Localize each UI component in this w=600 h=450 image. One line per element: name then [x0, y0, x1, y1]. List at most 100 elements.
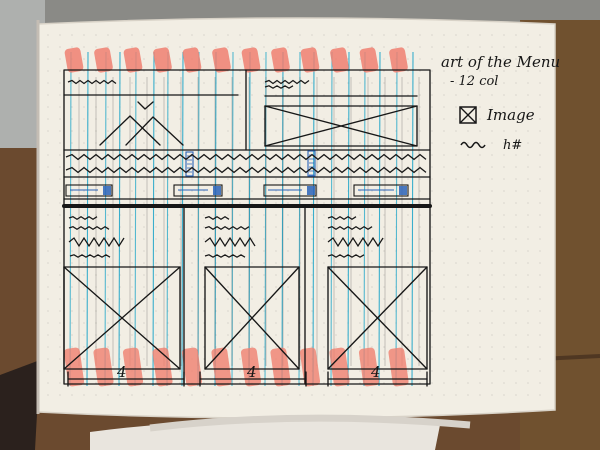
paper-dot: [107, 298, 108, 299]
paper-dot: [311, 46, 312, 47]
paper-dot: [431, 370, 432, 371]
paper-dot: [47, 310, 48, 311]
paper-dot: [323, 394, 324, 395]
paper-dot: [71, 346, 72, 347]
paper-dot: [347, 394, 348, 395]
paper-dot: [47, 238, 48, 239]
paper-dot: [335, 298, 336, 299]
paper-dot: [203, 106, 204, 107]
paper-dot: [407, 34, 408, 35]
paper-dot: [479, 346, 480, 347]
paper-dot: [479, 226, 480, 227]
paper-dot: [191, 394, 192, 395]
paper-dot: [59, 394, 60, 395]
paper-dot: [479, 202, 480, 203]
paper-dot: [239, 94, 240, 95]
paper-dot: [455, 346, 456, 347]
paper-dot: [419, 178, 420, 179]
paper-dot: [107, 214, 108, 215]
paper-dot: [191, 130, 192, 131]
paper-dot: [59, 190, 60, 191]
paper-dot: [155, 238, 156, 239]
paper-dot: [491, 178, 492, 179]
paper-dot: [407, 214, 408, 215]
paper-dot: [335, 334, 336, 335]
paper-dot: [191, 82, 192, 83]
paper-dot: [383, 130, 384, 131]
paper-dot: [371, 46, 372, 47]
paper-dot: [227, 34, 228, 35]
paper-dot: [191, 214, 192, 215]
paper-dot: [383, 262, 384, 263]
paper-dot: [131, 34, 132, 35]
paper-dot: [503, 154, 504, 155]
paper-dot: [131, 334, 132, 335]
paper-dot: [527, 190, 528, 191]
paper-dot: [47, 190, 48, 191]
paper-dot: [287, 334, 288, 335]
paper-dot: [419, 214, 420, 215]
paper-dot: [395, 34, 396, 35]
paper-dot: [479, 298, 480, 299]
paper-dot: [179, 370, 180, 371]
paper-dot: [239, 274, 240, 275]
paper-dot: [59, 202, 60, 203]
paper-dot: [251, 286, 252, 287]
paper-dot: [443, 394, 444, 395]
paper-dot: [371, 178, 372, 179]
paper-dot: [323, 142, 324, 143]
paper-dot: [323, 46, 324, 47]
paper-dot: [275, 250, 276, 251]
paper-dot: [203, 394, 204, 395]
paper-dot: [431, 178, 432, 179]
paper-dot: [503, 382, 504, 383]
paper-dot: [515, 238, 516, 239]
paper-dot: [251, 82, 252, 83]
paper-dot: [479, 250, 480, 251]
paper-dot: [227, 394, 228, 395]
paper-dot: [239, 250, 240, 251]
paper-dot: [371, 346, 372, 347]
paper-dot: [143, 34, 144, 35]
paper-dot: [527, 274, 528, 275]
paper-dot: [95, 34, 96, 35]
paper-dot: [491, 238, 492, 239]
paper-dot: [143, 118, 144, 119]
paper-dot: [71, 34, 72, 35]
paper-dot: [155, 310, 156, 311]
paper-dot: [515, 250, 516, 251]
paper-dot: [443, 310, 444, 311]
paper-dot: [83, 334, 84, 335]
paper-dot: [155, 274, 156, 275]
paper-dot: [335, 202, 336, 203]
paper-dot: [71, 82, 72, 83]
paper-dot: [83, 370, 84, 371]
paper-dot: [275, 334, 276, 335]
paper-dot: [311, 274, 312, 275]
paper-dot: [479, 310, 480, 311]
paper-dot: [227, 178, 228, 179]
paper-dot: [131, 394, 132, 395]
paper-dot: [239, 286, 240, 287]
paper-dot: [191, 298, 192, 299]
paper-dot: [239, 178, 240, 179]
paper-dot: [131, 322, 132, 323]
paper-dot: [59, 94, 60, 95]
paper-dot: [479, 358, 480, 359]
paper-dot: [359, 370, 360, 371]
paper-dot: [275, 394, 276, 395]
column-span-label-middle: 4: [246, 363, 257, 381]
paper-dot: [107, 226, 108, 227]
paper-dot: [431, 58, 432, 59]
paper-dot: [59, 322, 60, 323]
paper-dot: [407, 322, 408, 323]
paper-dot: [335, 118, 336, 119]
paper-dot: [287, 118, 288, 119]
paper-dot: [143, 274, 144, 275]
paper-dot: [143, 310, 144, 311]
paper-dot: [227, 334, 228, 335]
paper-dot: [419, 298, 420, 299]
paper-dot: [287, 274, 288, 275]
paper-dot: [143, 250, 144, 251]
paper-dot: [287, 130, 288, 131]
